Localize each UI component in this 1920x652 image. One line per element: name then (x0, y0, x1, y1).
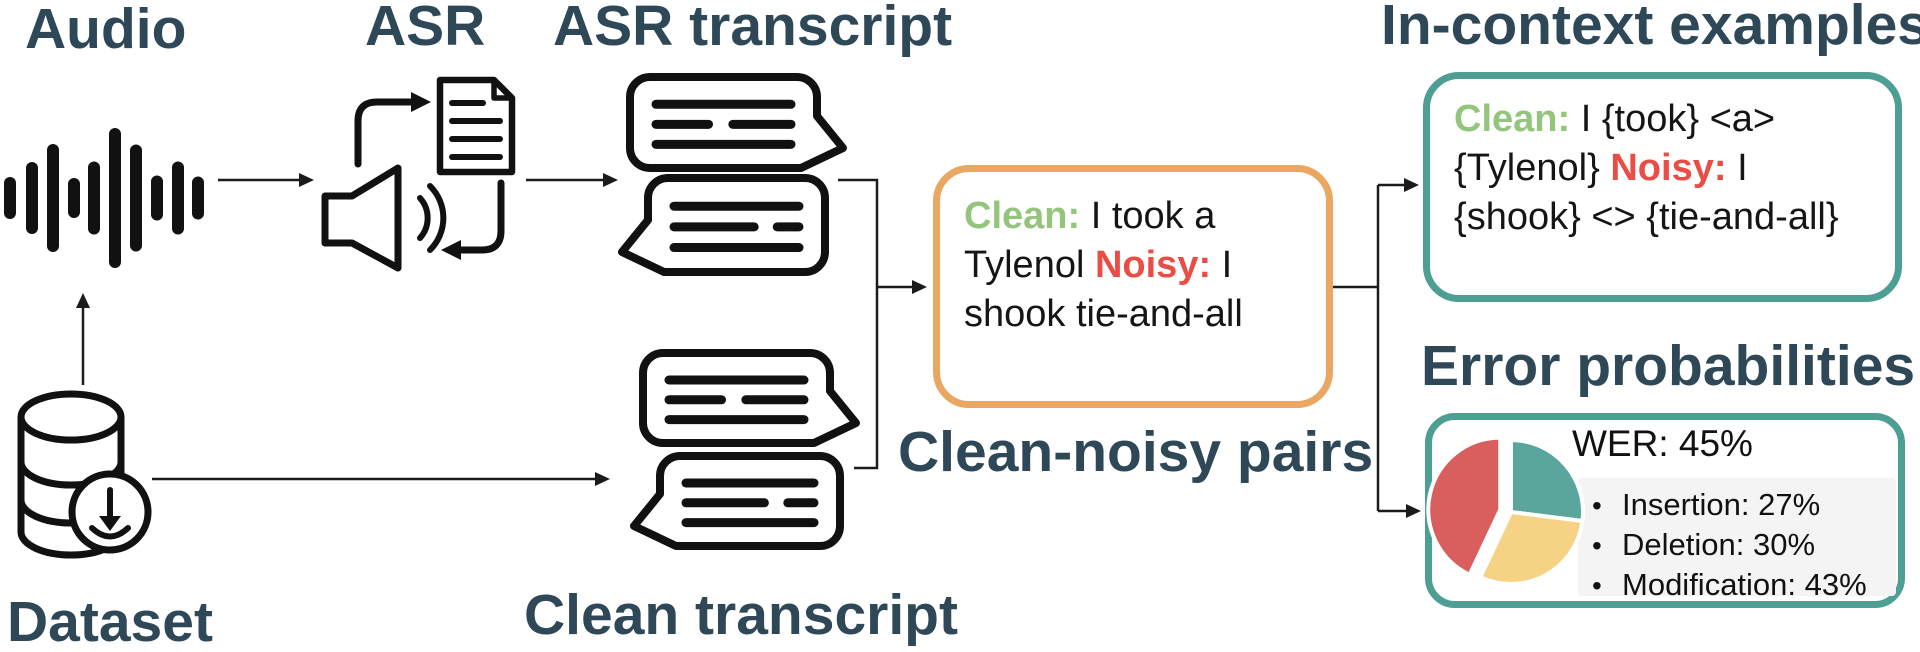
speech-bubble-icon (630, 452, 844, 550)
clean-template-sentence: I {took} <a> {Tylenol} (1454, 98, 1776, 189)
insertion-rate: Insertion: 27% (1622, 487, 1821, 522)
list-item: • Deletion: 30% (1592, 525, 1896, 565)
download-badge-icon (68, 470, 152, 554)
noisy-tag: Noisy: (1094, 244, 1212, 286)
asr-loop-arrows-icon (354, 92, 505, 260)
flow-arrows (76, 173, 1421, 518)
clean-sentence: I took a Tylenol (964, 195, 1216, 286)
clean-noisy-pair-box: Clean: I took a Tylenol Noisy: I shook t… (933, 165, 1333, 408)
clean-tag: Clean: (1454, 98, 1571, 140)
pie-slice-insertion (1509, 438, 1585, 524)
modification-rate: Modification: 43% (1622, 567, 1867, 602)
list-item: • Insertion: 27% (1592, 485, 1896, 525)
in-context-examples-label: In-context examples (1381, 0, 1920, 57)
clean-tag: Clean: (964, 195, 1081, 237)
speech-bubble-icon (618, 174, 829, 276)
dataset-database-icon (17, 390, 152, 559)
wer-value: WER: 45% (1572, 423, 1753, 464)
pair-box-text: Clean: I took a Tylenol Noisy: I shook t… (964, 192, 1302, 339)
error-distribution-pie-chart (1426, 435, 1585, 586)
bullet-icon: • (1592, 530, 1602, 561)
clean-transcript-label: Clean transcript (524, 583, 958, 647)
speech-bubble-icon (626, 73, 847, 172)
bullet-icon: • (1592, 490, 1602, 521)
transcript-speech-bubbles (618, 73, 860, 550)
noisy-template-sentence: I {shook} <> {tie-and-all} (1454, 147, 1839, 238)
clean-noisy-pairs-label: Clean-noisy pairs (898, 420, 1374, 484)
asr-label: ASR (365, 0, 486, 58)
in-context-text: Clean: I {took} <a> {Tylenol} Noisy: I {… (1454, 95, 1871, 242)
bullet-icon: • (1592, 570, 1602, 601)
audio-waveform-icon (4, 128, 204, 268)
noisy-tag: Noisy: (1610, 147, 1727, 189)
noisy-sentence: I shook tie-and-all (964, 244, 1243, 335)
error-probabilities-label: Error probabilities (1421, 334, 1916, 398)
asr-document-icon (436, 76, 516, 176)
speech-bubble-icon (639, 349, 860, 447)
error-rates-panel: • Insertion: 27% • Deletion: 30% • Modifica… (1578, 478, 1896, 602)
pie-slice-deletion (1478, 510, 1585, 586)
asr-transcript-label: ASR transcript (553, 0, 953, 58)
error-rates-list: • Insertion: 27% • Deletion: 30% • Modifica… (1592, 485, 1896, 605)
in-context-examples-box: Clean: I {took} <a> {Tylenol} Noisy: I {… (1423, 72, 1902, 302)
sound-waves-icon (417, 183, 447, 253)
audio-label: Audio (25, 0, 187, 61)
asr-speaker-icon (321, 164, 447, 272)
list-item: • Modification: 43% (1592, 565, 1896, 605)
pie-slice-modification (1426, 435, 1503, 577)
dataset-label: Dataset (7, 590, 213, 652)
deletion-rate: Deletion: 30% (1622, 527, 1816, 562)
